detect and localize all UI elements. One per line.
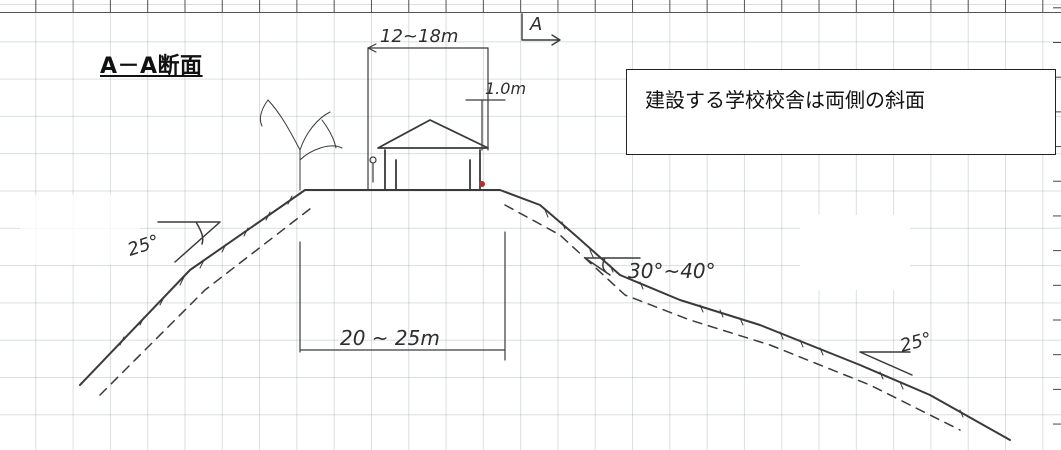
tree-sketch [259,99,343,191]
left-slope-label: 25° [125,231,162,261]
section-marker-arrow [521,13,561,46]
left-angle-symbol [157,221,221,263]
lower-angle-symbol [859,351,913,376]
section-marker-label: A [529,14,542,35]
base-width-label: 20 ~ 25m [340,326,440,350]
right-scale-ticks [1053,0,1061,450]
note-box: 建設する学校校舎は両側の斜面 [626,69,1056,155]
section-title: A－A断面 [100,54,203,79]
erased-patch-right [800,215,910,290]
note-text: 建設する学校校舎は両側の斜面 [645,88,925,112]
top-width-dimension [367,43,489,191]
top-scale-ticks [0,0,1061,13]
grass-hatch-marks [119,195,964,418]
eave-dimension [465,99,506,151]
ground-dashed-line [99,204,961,431]
base-width-dimension [299,231,506,361]
ground-profile-line [79,189,1011,441]
person-figure [369,156,377,183]
eave-dimension-label: 1.0m [485,79,526,98]
red-marker [479,181,485,187]
erased-patch-left [20,195,140,265]
right-slope-label: 30°~40° [628,259,716,283]
school-building-sketch [377,119,489,191]
lower-slope-label: 25° [898,328,934,357]
right-angle-symbol [584,257,641,276]
top-width-label: 12~18m [380,26,458,47]
